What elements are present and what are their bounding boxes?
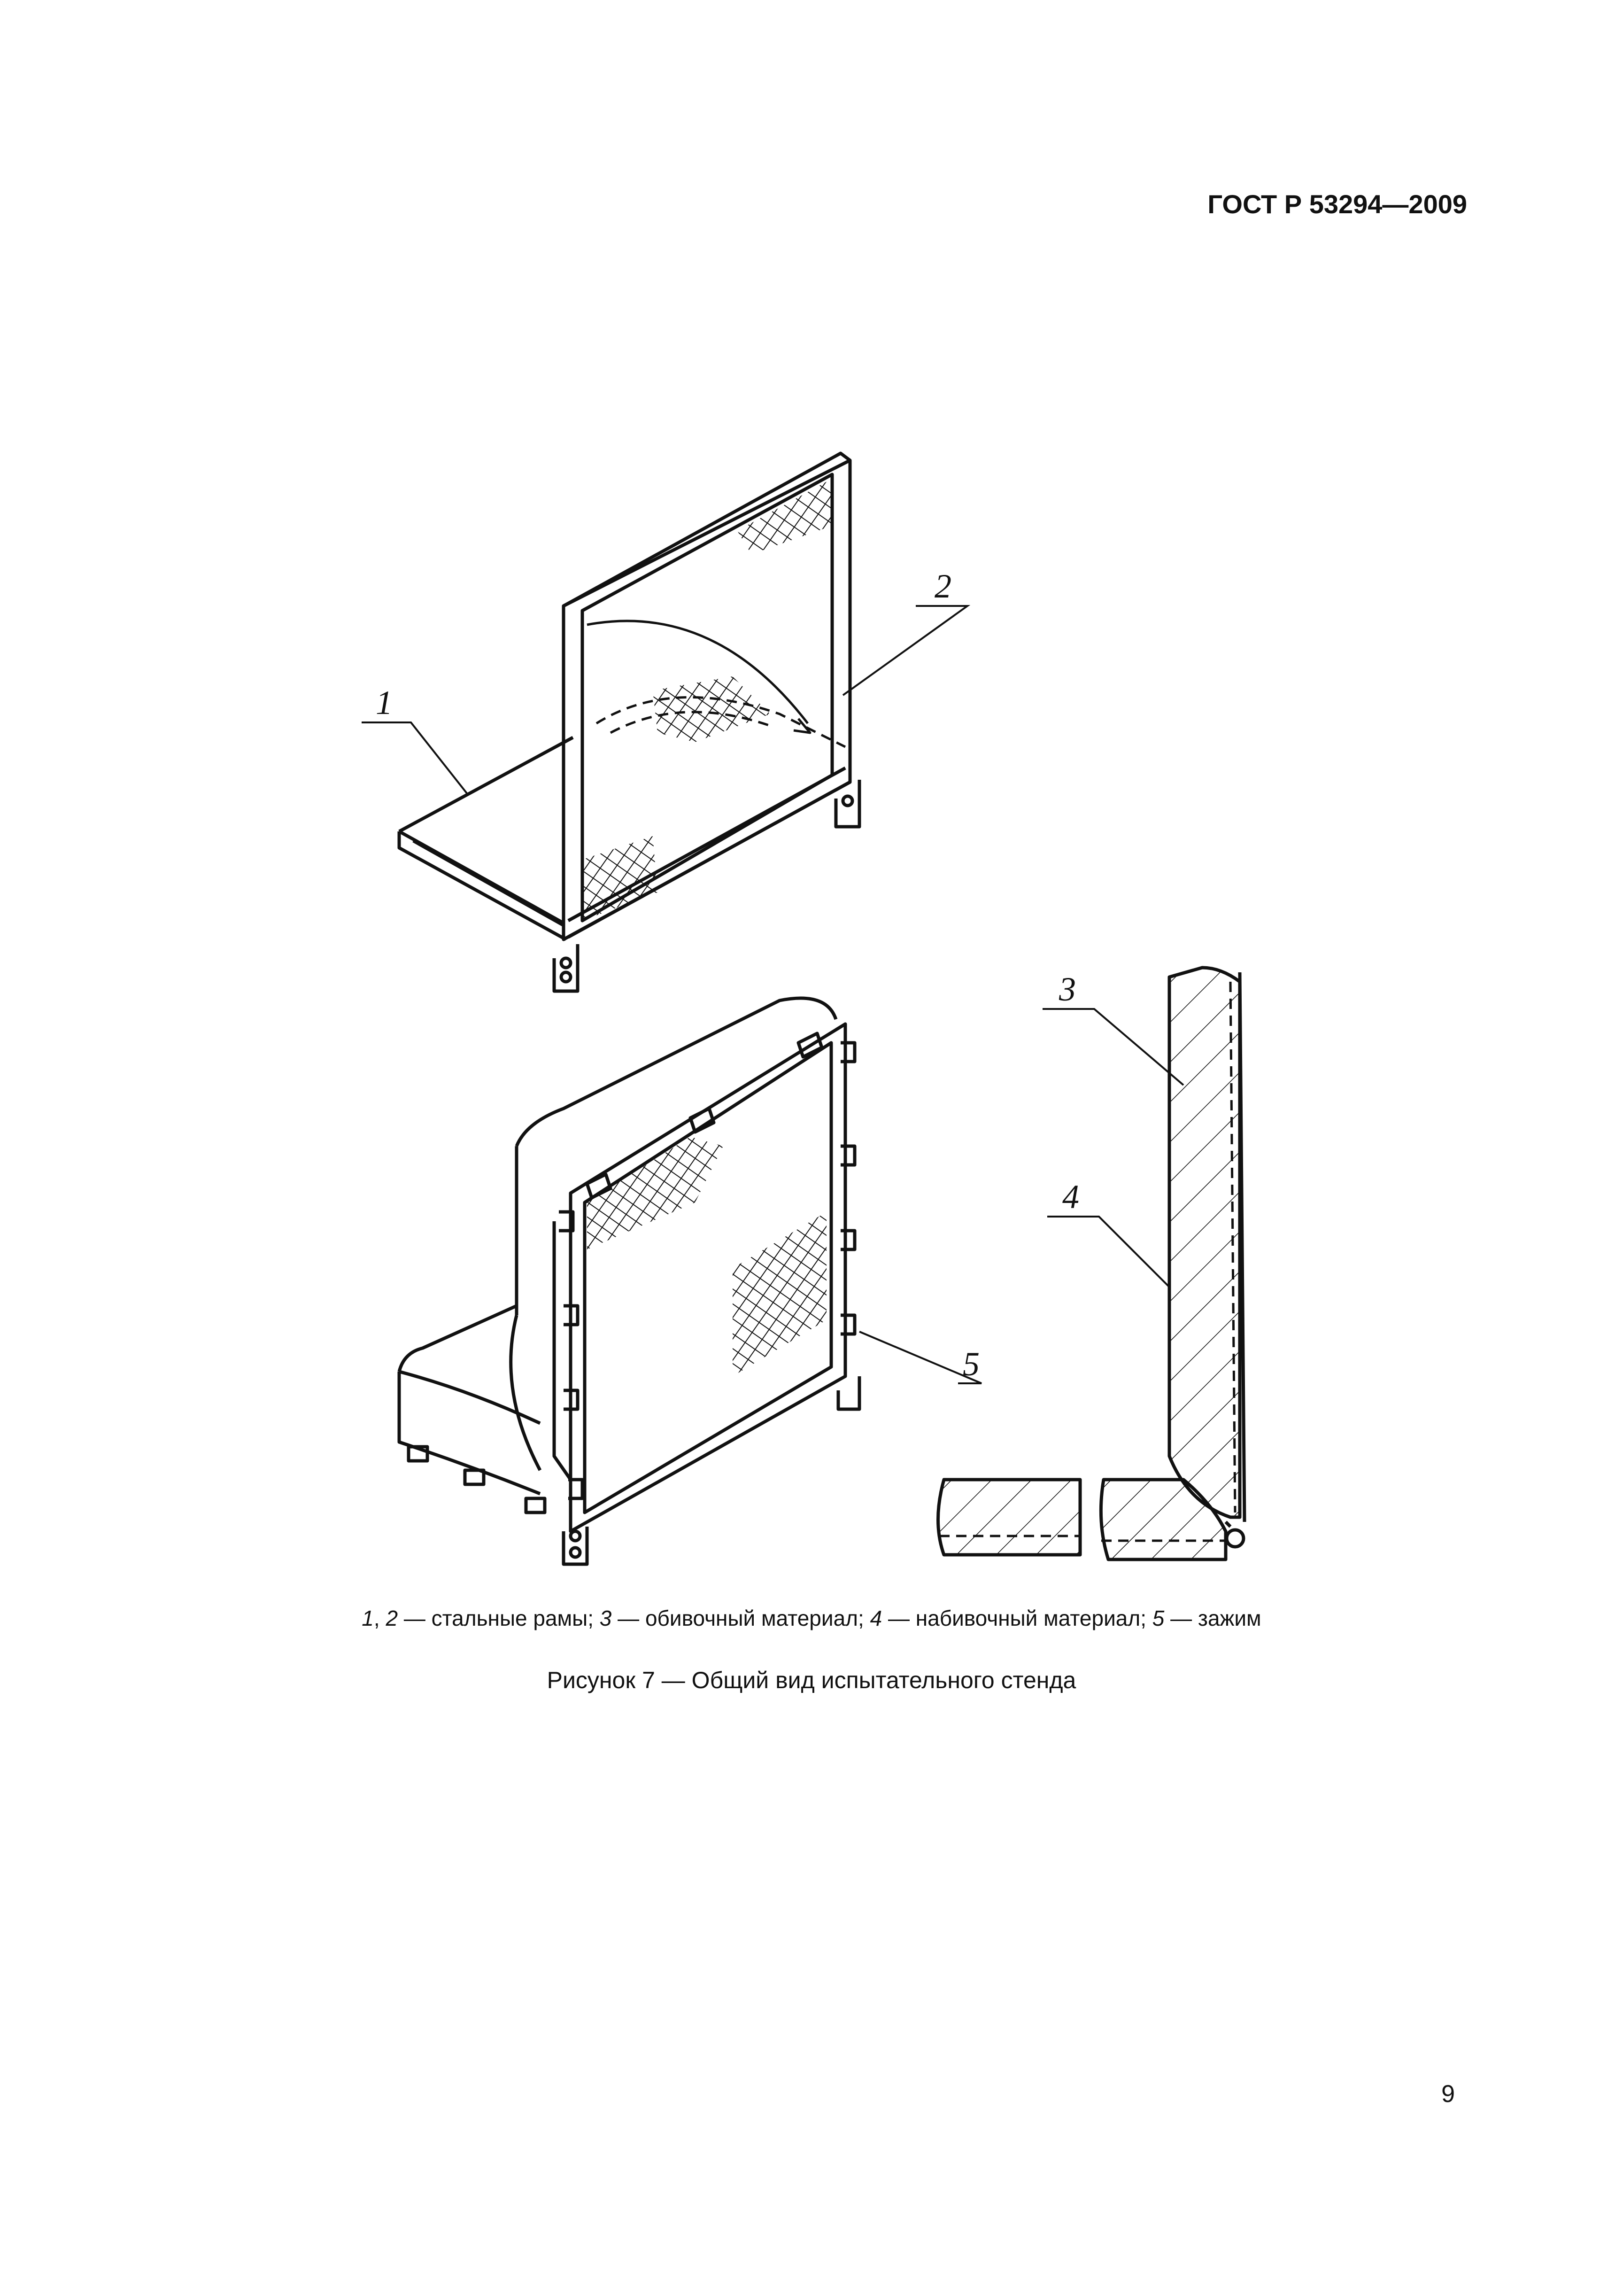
cross-section-view [936,966,1246,1561]
figure-caption: Рисунок 7 — Общий вид испытательного сте… [547,1667,1076,1693]
callout-lines [362,605,1184,1384]
figure-legend: 1, 2 — стальные рамы; 3 — обивочный мате… [0,1606,1623,1631]
legend-num-3: 3 [599,1606,612,1630]
mesh-patches-lower [587,1137,827,1376]
callout-1: 1 [376,684,393,721]
legend-text-2: — стальные рамы; [398,1606,600,1630]
callout-3: 3 [1059,970,1076,1008]
legend-text-4: — набивочный материал; [882,1606,1152,1630]
legend-num-2: 2 [386,1606,398,1630]
legend-text-3: — обивочный материал; [611,1606,870,1630]
legend-sep-1: , [373,1606,386,1630]
mesh-patches-upper [582,479,831,921]
callout-2: 2 [935,567,951,605]
legend-text-5: — зажим [1164,1606,1261,1630]
legend-num-1: 1 [362,1606,374,1630]
legend-num-5: 5 [1152,1606,1165,1630]
standard-code: ГОСТ Р 53294—2009 [1207,189,1467,219]
callout-5: 5 [963,1345,980,1383]
callout-4: 4 [1062,1178,1079,1216]
figure-test-stand: 1 2 3 4 5 [362,451,1246,1566]
page-number: 9 [1441,2080,1455,2108]
upholstered-stand-view [397,996,861,1566]
legend-num-4: 4 [870,1606,882,1630]
